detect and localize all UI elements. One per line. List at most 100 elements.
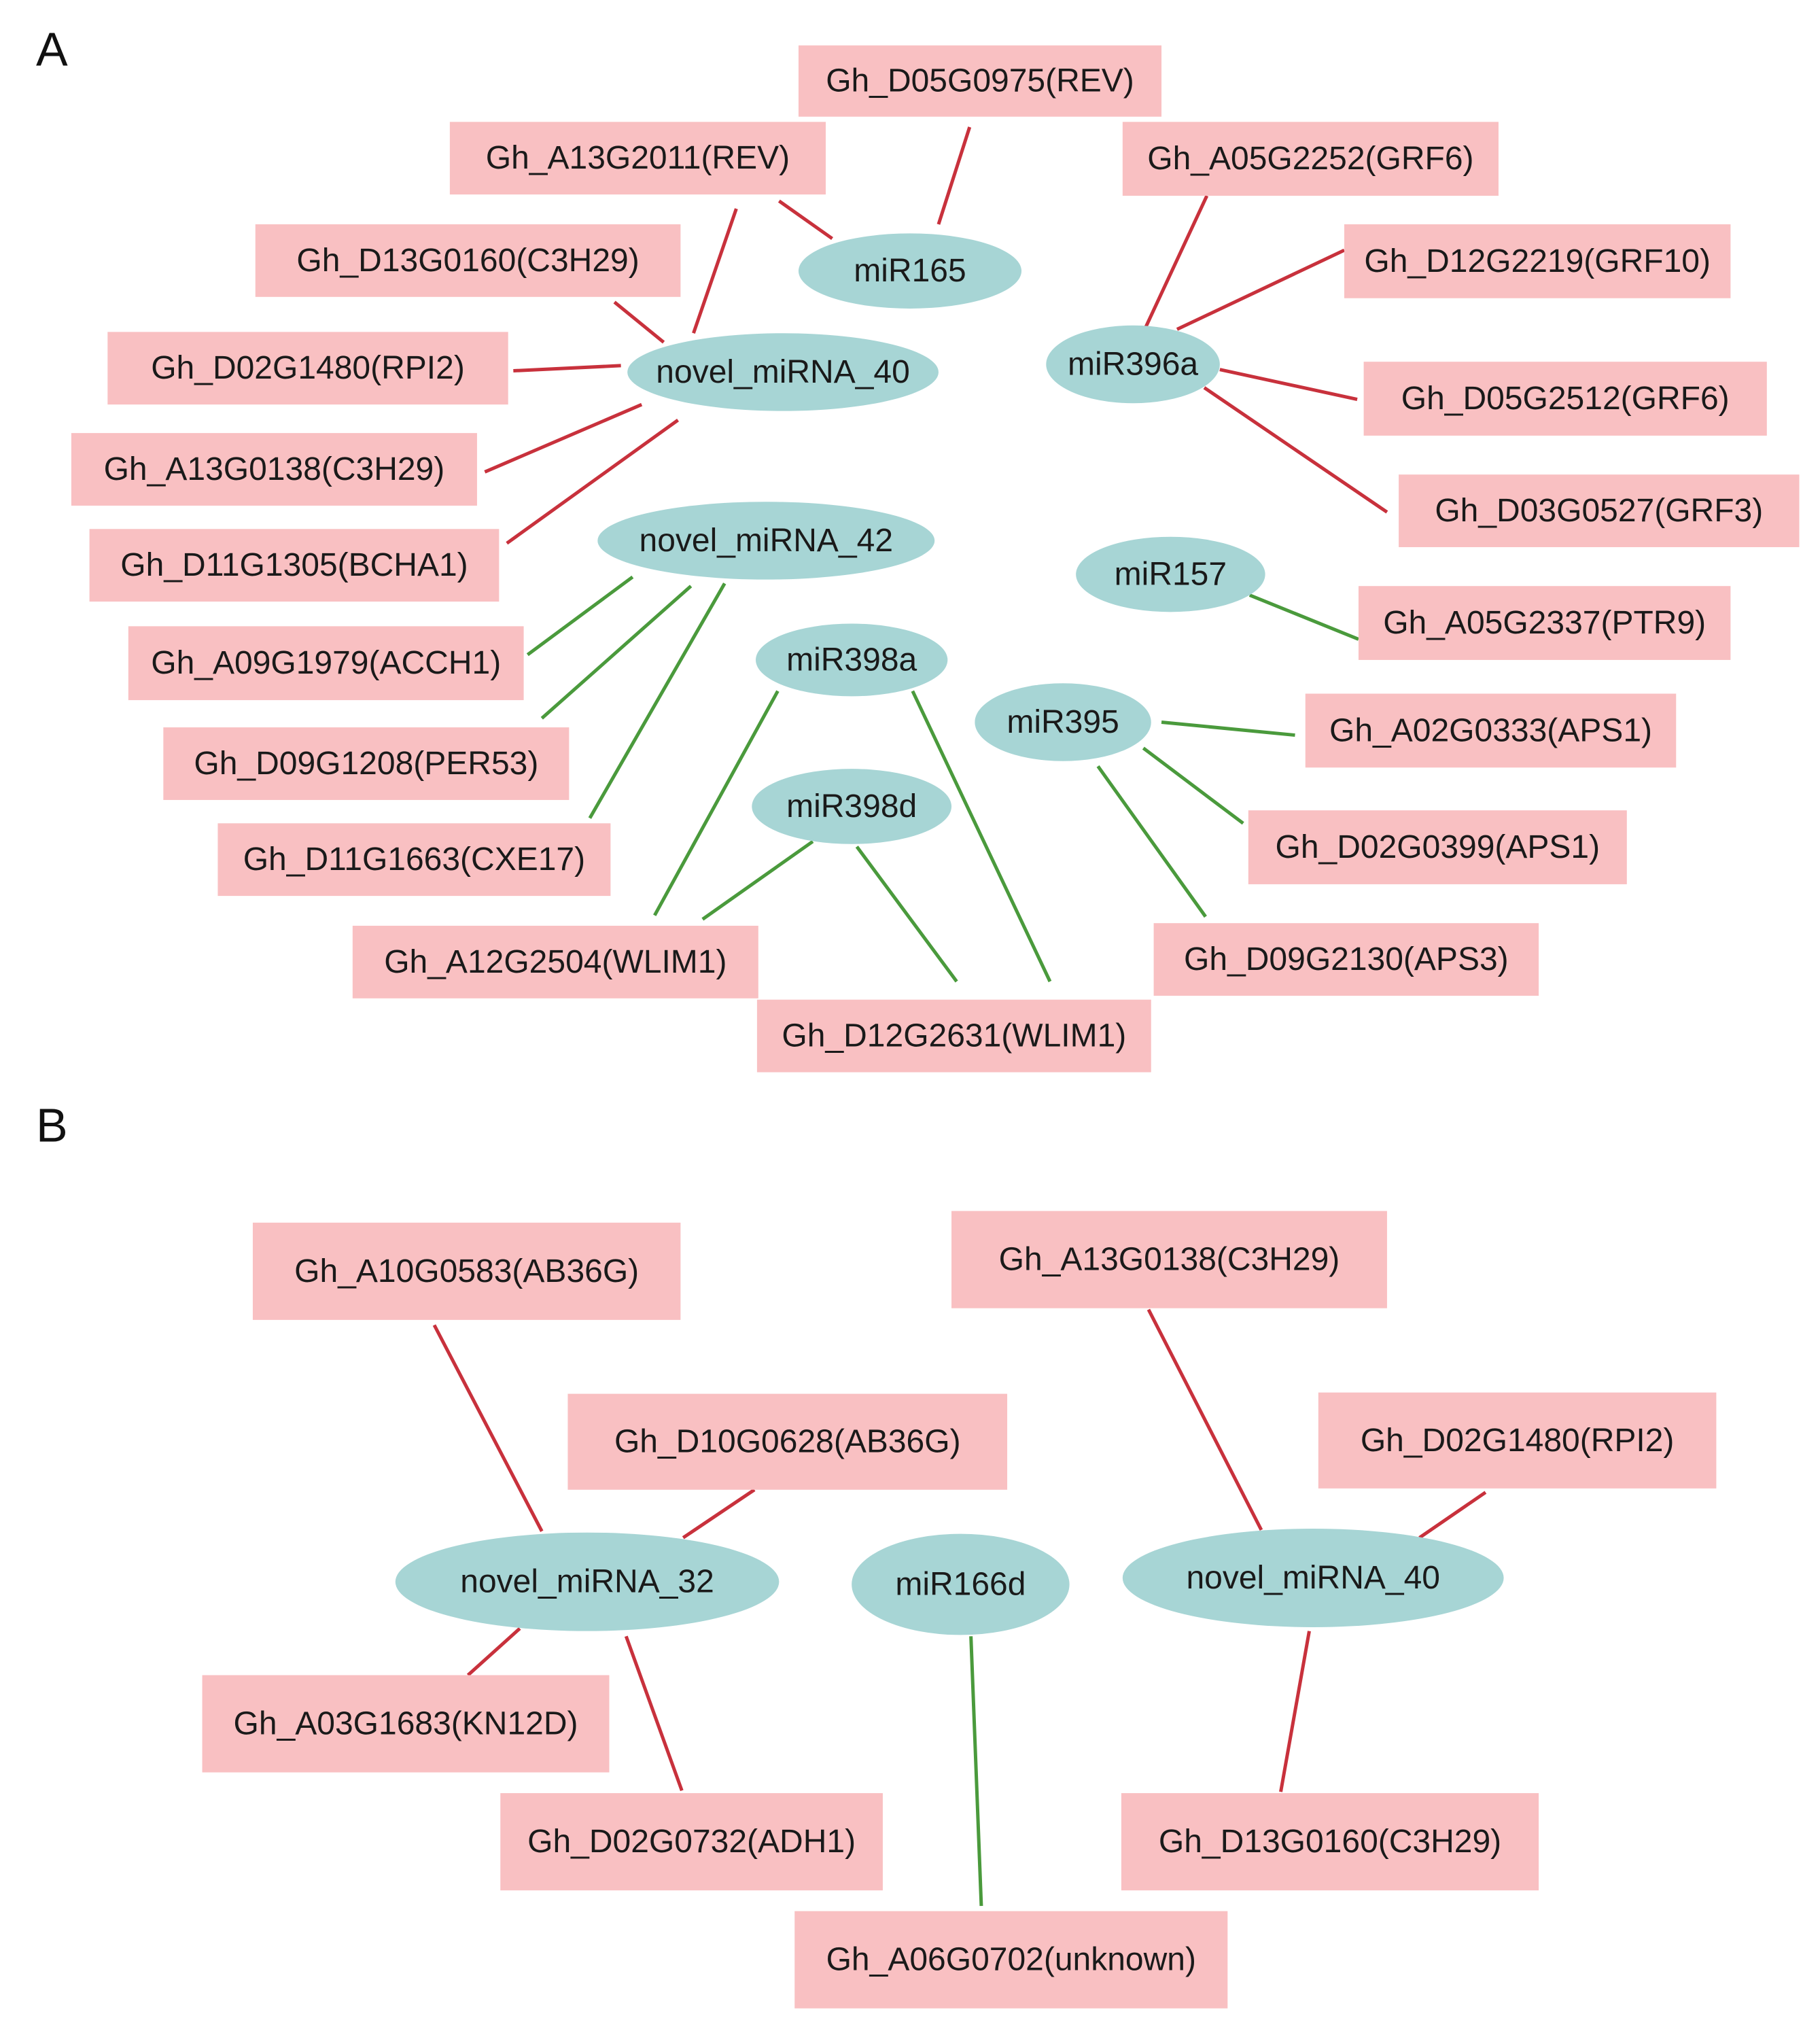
gene-node-a-gh-d05g0975-rev[interactable]: Gh_D05G0975(REV): [798, 45, 1162, 117]
edge-a-mir398a-to-gh-d12g2631-wlim1: [911, 690, 1052, 983]
edge-b-novel-mirna-32-to-gh-a03g1683-kn12d: [466, 1627, 521, 1677]
mirna-label: miR396a: [1068, 347, 1198, 383]
gene-label: Gh_D13G0160(C3H29): [296, 243, 639, 279]
gene-box: [1122, 122, 1499, 196]
edge-a-mir396a-to-gh-d05g2512-grf6: [1219, 368, 1358, 401]
gene-node-b-gh-a06g0702-unknown[interactable]: Gh_A06G0702(unknown): [794, 1911, 1228, 2009]
edge-a-mir395-to-gh-d02g0399-aps1: [1142, 746, 1244, 825]
gene-node-a-gh-a12g2504-wlim1[interactable]: Gh_A12G2504(WLIM1): [352, 925, 758, 998]
mirna-ellipse: [752, 769, 952, 844]
mirna-ellipse: [852, 1533, 1070, 1635]
mirna-label: miR398d: [786, 788, 917, 824]
gene-node-b-gh-d10g0628-ab36g[interactable]: Gh_D10G0628(AB36G): [567, 1393, 1008, 1490]
gene-node-a-gh-d02g1480-rpi2[interactable]: Gh_D02G1480(RPI2): [107, 332, 508, 405]
mirna-label: novel_miRNA_40: [656, 354, 910, 390]
gene-node-b-gh-d02g1480-rpi2[interactable]: Gh_D02G1480(RPI2): [1318, 1392, 1717, 1489]
edge-a-mir395-to-gh-a02g0333-aps1: [1161, 720, 1295, 737]
mirna-ellipse: [627, 333, 939, 411]
mirna-ellipse: [756, 623, 948, 697]
mirna-label: novel_miRNA_42: [640, 523, 894, 559]
mirna-node-a-novel-mirna-42[interactable]: novel_miRNA_42: [597, 502, 935, 580]
gene-node-a-gh-a13g0138-c3h29[interactable]: Gh_A13G0138(C3H29): [71, 433, 477, 506]
edge-a-mir396a-to-gh-d03g0527-grf3: [1203, 386, 1388, 514]
mirna-node-a-mir165[interactable]: miR165: [798, 233, 1022, 309]
gene-node-a-gh-a02g0333-aps1[interactable]: Gh_A02G0333(APS1): [1305, 693, 1677, 768]
gene-label: Gh_D05G0975(REV): [826, 63, 1134, 99]
gene-box: [1399, 474, 1800, 547]
gene-node-a-gh-d13g0160-c3h29[interactable]: Gh_D13G0160(C3H29): [255, 224, 681, 297]
nodes-layer: Gh_D05G0975(REV) Gh_A13G2011(REV) Gh_A05G2…: [71, 45, 1800, 2009]
edge-a-mir157-to-gh-a05g2337-ptr9: [1248, 593, 1359, 641]
gene-node-b-gh-d13g0160-c3h29[interactable]: Gh_D13G0160(C3H29): [1121, 1793, 1539, 1891]
edge-b-novel-mirna-40-to-gh-d02g1480-rpi2: [1418, 1491, 1487, 1540]
gene-box: [1121, 1793, 1539, 1891]
gene-box: [1344, 224, 1731, 298]
gene-label: Gh_D10G0628(AB36G): [614, 1424, 961, 1460]
gene-box: [1318, 1392, 1717, 1489]
edge-a-novel-mirna-40-to-gh-d11g1305-bcha1: [506, 419, 680, 545]
gene-node-b-gh-a13g0138-c3h29[interactable]: Gh_A13G0138(C3H29): [951, 1211, 1387, 1308]
gene-label: Gh_A06G0702(unknown): [826, 1942, 1196, 1978]
gene-node-a-gh-d11g1305-bcha1[interactable]: Gh_D11G1305(BCHA1): [89, 529, 500, 602]
gene-node-a-gh-d11g1663-cxe17[interactable]: Gh_D11G1663(CXE17): [217, 823, 611, 897]
gene-label: Gh_A09G1979(ACCH1): [151, 645, 501, 681]
gene-label: Gh_D12G2219(GRF10): [1364, 243, 1711, 279]
gene-label: Gh_D09G1208(PER53): [194, 746, 538, 782]
gene-box: [252, 1222, 681, 1320]
mirna-node-b-novel-mirna-32[interactable]: novel_miRNA_32: [395, 1532, 780, 1631]
gene-box: [756, 999, 1151, 1073]
gene-label: Gh_D11G1663(CXE17): [243, 841, 585, 878]
mirna-node-a-mir157[interactable]: miR157: [1076, 536, 1265, 612]
mirna-node-b-novel-mirna-40[interactable]: novel_miRNA_40: [1122, 1528, 1504, 1627]
edge-a-novel-mirna-40-to-gh-d13g0160-c3h29: [613, 300, 665, 344]
mirna-ellipse: [798, 233, 1022, 309]
gene-box: [352, 925, 758, 998]
gene-node-a-gh-d02g0399-aps1[interactable]: Gh_D02G0399(APS1): [1248, 810, 1627, 884]
edge-b-novel-mirna-32-to-gh-d02g0732-adh1: [624, 1635, 684, 1792]
edge-a-mir396a-to-gh-a05g2252-grf6: [1144, 194, 1209, 328]
gene-label: Gh_D02G0732(ADH1): [527, 1824, 856, 1860]
gene-box: [798, 45, 1162, 117]
edge-a-mir165-to-gh-a13g2011-rev: [777, 199, 833, 241]
mirna-node-a-mir398a[interactable]: miR398a: [756, 623, 948, 697]
gene-node-a-gh-a13g2011-rev[interactable]: Gh_A13G2011(REV): [449, 122, 826, 195]
gene-node-a-gh-d12g2631-wlim1[interactable]: Gh_D12G2631(WLIM1): [756, 999, 1151, 1073]
gene-node-a-gh-d12g2219-grf10[interactable]: Gh_D12G2219(GRF10): [1344, 224, 1731, 298]
gene-node-a-gh-d03g0527-grf3[interactable]: Gh_D03G0527(GRF3): [1399, 474, 1800, 547]
gene-node-a-gh-a05g2337-ptr9[interactable]: Gh_A05G2337(PTR9): [1358, 586, 1731, 660]
mirna-node-b-mir166d[interactable]: miR166d: [852, 1533, 1070, 1635]
mirna-node-a-novel-mirna-40[interactable]: novel_miRNA_40: [627, 333, 939, 411]
gene-label: Gh_A03G1683(KN12D): [234, 1706, 578, 1742]
gene-label: Gh_D05G2512(GRF6): [1401, 381, 1730, 417]
gene-box: [449, 122, 826, 195]
mirna-node-a-mir396a[interactable]: miR396a: [1046, 325, 1220, 404]
gene-node-a-gh-d09g1208-per53[interactable]: Gh_D09G1208(PER53): [163, 727, 570, 800]
edge-b-novel-mirna-32-to-gh-d10g0628-ab36g: [682, 1488, 756, 1540]
gene-node-a-gh-d09g2130-aps3[interactable]: Gh_D09G2130(APS3): [1153, 923, 1539, 996]
gene-label: Gh_A12G2504(WLIM1): [384, 944, 727, 980]
edge-a-mir398d-to-gh-d12g2631-wlim1: [855, 846, 958, 983]
gene-label: Gh_D12G2631(WLIM1): [782, 1018, 1126, 1054]
gene-label: Gh_A05G2337(PTR9): [1383, 605, 1706, 641]
gene-node-a-gh-a09g1979-acch1[interactable]: Gh_A09G1979(ACCH1): [128, 626, 524, 701]
mirna-ellipse: [597, 502, 935, 580]
gene-node-b-gh-a10g0583-ab36g[interactable]: Gh_A10G0583(AB36G): [252, 1222, 681, 1320]
gene-label: Gh_D03G0527(GRF3): [1435, 493, 1763, 529]
edge-a-mir396a-to-gh-d12g2219-grf10: [1176, 248, 1346, 331]
mirna-label: miR165: [854, 253, 966, 289]
mirna-node-a-mir398d[interactable]: miR398d: [752, 769, 952, 844]
mirna-node-a-mir395[interactable]: miR395: [975, 683, 1151, 761]
edges-layer: [432, 126, 1487, 1907]
gene-box: [1363, 362, 1767, 436]
gene-node-b-gh-a03g1683-kn12d[interactable]: Gh_A03G1683(KN12D): [202, 1675, 610, 1773]
gene-label: Gh_A13G2011(REV): [486, 140, 790, 176]
mirna-ellipse: [975, 683, 1151, 761]
edge-a-mir398a-to-gh-a12g2504-wlim1: [653, 690, 780, 916]
mirna-label: novel_miRNA_32: [460, 1564, 714, 1600]
panel-letter-b: B: [36, 1099, 68, 1152]
mirna-label: novel_miRNA_40: [1186, 1560, 1440, 1596]
gene-node-b-gh-d02g0732-adh1[interactable]: Gh_D02G0732(ADH1): [500, 1793, 883, 1891]
gene-node-a-gh-a05g2252-grf6[interactable]: Gh_A05G2252(GRF6): [1122, 122, 1499, 196]
gene-label: Gh_D11G1305(BCHA1): [120, 547, 468, 583]
gene-node-a-gh-d05g2512-grf6[interactable]: Gh_D05G2512(GRF6): [1363, 362, 1767, 436]
